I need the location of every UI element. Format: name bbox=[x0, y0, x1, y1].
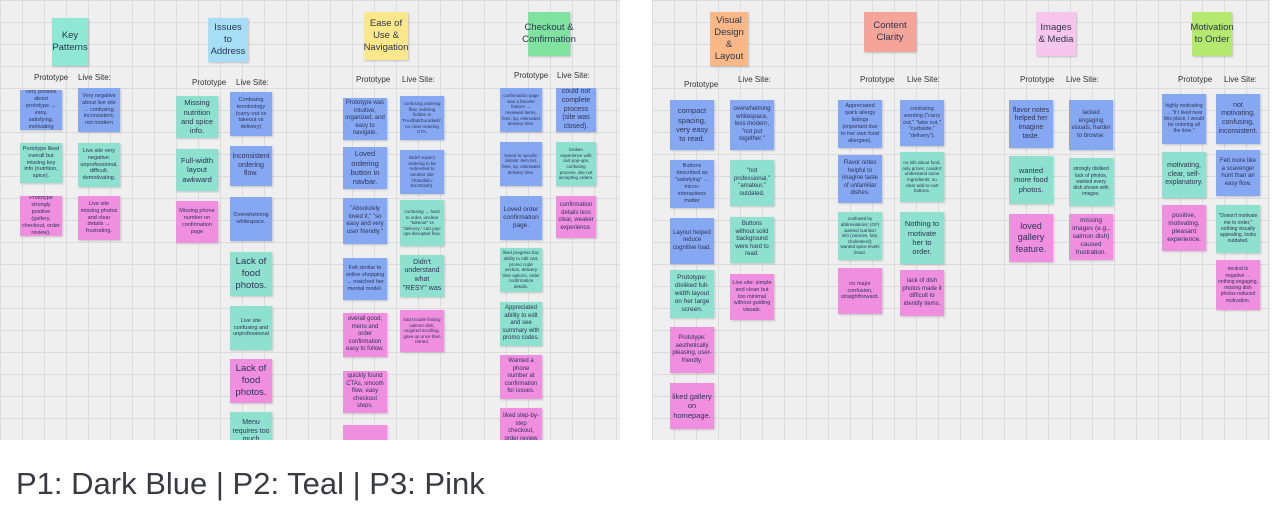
sticky-note-pink[interactable]: liked step-by-step checkout, order revie… bbox=[500, 408, 542, 440]
category-header-sticky[interactable]: Motivation to Order bbox=[1190, 12, 1234, 56]
sticky-note-blue[interactable]: Prototype was intuitive, organized, and … bbox=[343, 98, 387, 140]
prototype-column-label: Prototype bbox=[860, 75, 895, 84]
prototype-column-label: Prototype bbox=[192, 78, 227, 87]
sticky-note-teal[interactable]: liked progress bar, ability to edit cart… bbox=[500, 248, 542, 292]
sticky-note-pink[interactable]: had trouble finding salmon dish, require… bbox=[400, 310, 444, 352]
sticky-note-blue[interactable]: flavor notes helped her imagine taste. bbox=[1009, 100, 1053, 148]
live-site-column-label: Live Site: bbox=[738, 75, 771, 84]
sticky-note-teal[interactable]: "Doesn't motivate me to order," nothing … bbox=[1216, 205, 1260, 253]
sticky-note-pink[interactable]: overall good, menu and order confirmatio… bbox=[343, 313, 387, 357]
sticky-note-pink[interactable]: no major confusion, straightforward. bbox=[838, 268, 882, 314]
sticky-note-blue[interactable]: Inconsistent ordering flow. bbox=[230, 146, 272, 186]
sticky-note-blue[interactable]: Confusing terminology (carry-out vs take… bbox=[230, 92, 272, 136]
prototype-column-label: Prototype bbox=[1020, 75, 1055, 84]
sticky-note-blue[interactable]: Felt similar to online shopping → matche… bbox=[343, 258, 387, 300]
sticky-note-teal[interactable]: motivating, clear, self-explanatory. bbox=[1162, 152, 1206, 198]
sticky-note-pink[interactable]: quickly found CTAs, smooth flow, easy ch… bbox=[343, 371, 387, 413]
sticky-note-blue[interactable]: could not complete process (site was clo… bbox=[556, 88, 596, 132]
sticky-note-teal[interactable]: Prototype liked overall but missing key … bbox=[20, 143, 62, 183]
prototype-column-label: Prototype bbox=[514, 71, 549, 80]
sticky-note-blue[interactable]: lacked engaging visuals, harder to brows… bbox=[1069, 100, 1113, 150]
live-site-column-label: Live Site: bbox=[907, 75, 940, 84]
sticky-note-pink[interactable]: liked gallery on homepage. bbox=[670, 383, 714, 429]
sticky-note-pink[interactable]: confirmation details less clear, weaker … bbox=[556, 196, 596, 238]
sticky-note-blue[interactable]: Overwhelming whitespace. bbox=[230, 197, 272, 241]
category-header-sticky[interactable]: Checkout & Confirmation bbox=[522, 12, 576, 56]
category-header-sticky[interactable]: Key Patterns bbox=[52, 18, 88, 66]
sticky-note-teal[interactable]: Live site confusing and unprofessional bbox=[230, 306, 272, 350]
sticky-note-blue[interactable]: overwhelming whitespace, less modern, "n… bbox=[730, 100, 774, 150]
sticky-note-blue[interactable]: confusing ordering flow, ordering hidden… bbox=[400, 96, 444, 140]
sticky-note-teal[interactable]: "not professional," "amateur," outdated. bbox=[730, 160, 774, 206]
sticky-note-pink[interactable]: Wanted a phone number at confirmation fo… bbox=[500, 355, 542, 399]
sticky-note-blue[interactable]: Noted to specific details: item list, fe… bbox=[500, 142, 542, 186]
live-site-column-label: Live Site: bbox=[1066, 75, 1099, 84]
affinity-board-2[interactable]: Visual Design & Layout Content Clarity Ima… bbox=[652, 0, 1270, 440]
sticky-note-pink[interactable]: loved gallery feature. bbox=[1009, 214, 1053, 262]
sticky-note-blue[interactable]: Loved order confirmation page. bbox=[500, 196, 542, 240]
category-header-sticky[interactable]: Ease of Use & Navigation bbox=[364, 12, 408, 60]
sticky-note-blue[interactable]: Felt more like a scavenger hunt than an … bbox=[1216, 150, 1260, 196]
sticky-note-teal[interactable]: Appreciated ability to edit and see summ… bbox=[500, 302, 542, 346]
sticky-note-pink[interactable]: missing images (e.g., salmon dish) cause… bbox=[1069, 214, 1113, 260]
sticky-note-blue[interactable]: Layout helped reduce cognitive load. bbox=[670, 218, 714, 264]
sticky-note-blue[interactable]: Buttons described as "satisfying" → micr… bbox=[670, 160, 714, 208]
sticky-note-teal[interactable]: confusing → hard to order, unclear "take… bbox=[400, 200, 444, 246]
sticky-note-pink[interactable]: Checkout bbox=[343, 425, 387, 440]
sticky-note-teal[interactable]: Lack of food photos. bbox=[230, 252, 272, 296]
sticky-note-teal[interactable]: Missing nutrition and spice info. bbox=[176, 96, 218, 138]
sticky-note-blue[interactable]: confusing wording ("carry out," "take ou… bbox=[900, 100, 944, 146]
sticky-note-pink[interactable]: positive, motivating, pleasant experienc… bbox=[1162, 205, 1206, 251]
sticky-note-blue[interactable]: Flavor notes helpful to imagine taste of… bbox=[838, 155, 882, 203]
sticky-note-teal[interactable]: Menu requires too much bbox=[230, 412, 272, 440]
sticky-note-teal[interactable]: confused by abbreviations; (GF) wanted n… bbox=[838, 212, 882, 260]
prototype-column-label: Prototype bbox=[356, 75, 391, 84]
category-header-sticky[interactable]: Visual Design & Layout bbox=[710, 12, 748, 66]
sticky-note-teal[interactable]: Live site very negative: unprofessional,… bbox=[78, 143, 120, 187]
sticky-note-blue[interactable]: Very positive about prototype → easy, sa… bbox=[20, 90, 62, 130]
sticky-note-pink[interactable]: Lack of food photos. bbox=[230, 359, 272, 403]
sticky-note-teal[interactable]: Didn't understand what "RESY" was bbox=[400, 255, 444, 297]
sticky-note-blue[interactable]: Very negative about live site → confusin… bbox=[78, 88, 120, 132]
live-site-column-label: Live Site: bbox=[236, 78, 269, 87]
prototype-column-label: Prototype bbox=[34, 73, 69, 82]
sticky-note-blue[interactable]: not motivating, confusing, inconsistent. bbox=[1216, 94, 1260, 144]
sticky-note-blue[interactable]: Didn't expect ordering to be redirected … bbox=[400, 150, 444, 194]
sticky-note-pink[interactable]: Missing phone number on confirmation pag… bbox=[176, 201, 218, 243]
live-site-column-label: Live Site: bbox=[557, 71, 590, 80]
sticky-note-teal[interactable]: wanted more food photos. bbox=[1009, 156, 1053, 204]
prototype-column-label: Prototype bbox=[684, 80, 719, 89]
sticky-note-teal[interactable]: no info about food, only prices; couldn'… bbox=[900, 152, 944, 202]
sticky-note-blue[interactable]: highly motivating → "If I lived near thi… bbox=[1162, 94, 1206, 144]
sticky-note-blue[interactable]: confirmation page was a favorite feature… bbox=[500, 88, 542, 132]
live-site-column-label: Live Site: bbox=[78, 73, 111, 82]
sticky-note-pink[interactable]: Live site missing photos and clear detai… bbox=[78, 196, 120, 240]
sticky-note-teal[interactable]: Buttons without solid background were ha… bbox=[730, 217, 774, 263]
sticky-note-blue[interactable]: Appreciated quick allergy listings (impo… bbox=[838, 100, 882, 148]
participant-legend: P1: Dark Blue | P2: Teal | P3: Pink bbox=[16, 466, 485, 501]
sticky-note-blue[interactable]: compact spacing, very easy to read. bbox=[670, 100, 714, 150]
sticky-note-teal[interactable]: broken experience with cart pop-ups, con… bbox=[556, 142, 596, 186]
sticky-note-blue[interactable]: Loved ordering button in navbar. bbox=[343, 147, 387, 189]
sticky-note-pink[interactable]: lack of dish photos made it difficult to… bbox=[900, 270, 944, 316]
sticky-note-teal[interactable]: Nothing to motivate her to order. bbox=[900, 212, 944, 264]
sticky-note-teal[interactable]: Prototype: disliked full-width layout on… bbox=[670, 270, 714, 318]
sticky-note-teal[interactable]: strongly disliked lack of photos, wanted… bbox=[1069, 158, 1113, 206]
sticky-note-pink[interactable]: Prototype: aesthetically pleasing, user-… bbox=[670, 327, 714, 373]
sticky-note-blue[interactable]: "Absolutely loved it," "so easy and very… bbox=[343, 198, 387, 244]
prototype-column-label: Prototype bbox=[1178, 75, 1213, 84]
sticky-note-teal[interactable]: Full-width layout awkward bbox=[176, 149, 218, 191]
category-header-sticky[interactable]: Content Clarity bbox=[864, 12, 916, 52]
category-header-sticky[interactable]: Issues to Address bbox=[208, 18, 248, 62]
category-header-sticky[interactable]: Images & Media bbox=[1036, 12, 1076, 56]
sticky-note-pink[interactable]: Prototype strongly positive (gallery, ch… bbox=[20, 196, 62, 236]
sticky-note-pink[interactable]: Live site: simple and clean but too mini… bbox=[730, 274, 774, 320]
sticky-note-pink[interactable]: neutral to negative → nothing engaging, … bbox=[1216, 260, 1260, 310]
live-site-column-label: Live Site: bbox=[402, 75, 435, 84]
affinity-board-1[interactable]: Key Patterns Issues to Address Ease of Use… bbox=[0, 0, 620, 440]
live-site-column-label: Live Site: bbox=[1224, 75, 1257, 84]
